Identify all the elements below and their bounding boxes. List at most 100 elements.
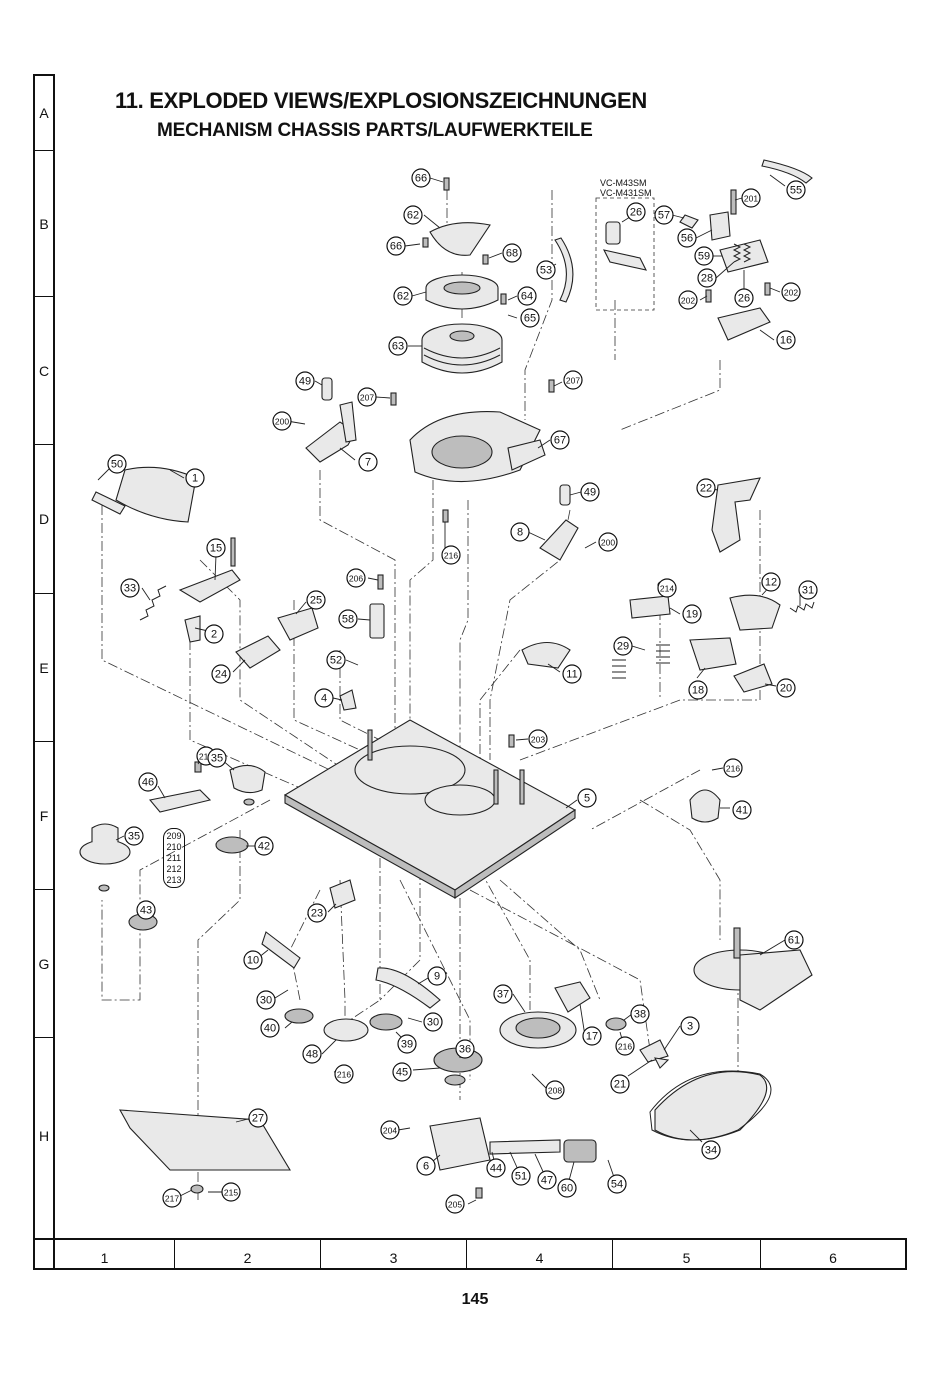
callout-number: 18 [692,685,704,697]
column-label: 3 [321,1240,467,1268]
row-label: C [35,297,53,445]
callout-bubble [688,680,708,700]
model-label-line2: VC-M431SM [600,188,652,198]
callout-number: 2 [211,629,217,641]
callout-number: 3 [687,1021,693,1033]
callout-number: 49 [299,376,311,388]
callout-bubble [598,532,618,552]
callout-bubble [393,286,413,306]
callout-number: 55 [790,185,802,197]
callout-number: 62 [407,210,419,222]
callout-bubble [411,168,431,188]
callout-bubble [386,236,406,256]
callout-number: 65 [524,313,536,325]
callout-number: 66 [390,241,402,253]
callout-bubble [256,990,276,1010]
callout-bubble [254,836,274,856]
callout-number: 202 [784,288,798,298]
screw-number: 209 [166,831,182,841]
callout-number: 50 [111,459,123,471]
callout-bubble [124,826,144,846]
callout-bubble [455,1039,475,1059]
callout-bubble [346,568,366,588]
callout-bubble [537,1170,557,1190]
callout-bubble [511,1166,531,1186]
callout-number: 217 [165,1194,179,1204]
callout-number: 216 [444,551,458,561]
callout-bubble [680,1016,700,1036]
callout-number: 17 [586,1031,598,1043]
callout-bubble [357,387,377,407]
callout-number: 66 [415,173,427,185]
bottom-assembly [119,1109,597,1199]
callout-bubble [493,984,513,1004]
callout-bubble [138,772,158,792]
callout-bubble [403,205,423,225]
model-label-line1: VC-M43SM [600,178,647,188]
callout-bubble [295,371,315,391]
callout-number: 204 [383,1126,397,1136]
callout-number: 33 [124,583,136,595]
screw-number: 213 [166,875,182,885]
column-label: 4 [467,1240,613,1268]
callout-bubble [786,180,806,200]
callout-number: 216 [337,1070,351,1080]
callout-bubble [338,609,358,629]
callout-number: 200 [275,417,289,427]
callout-bubble [120,578,140,598]
callout-bubble [211,664,231,684]
callout-bubble [562,664,582,684]
callout-number: 29 [617,641,629,653]
callout-bubble [582,1026,602,1046]
column-grid: 1 2 3 4 5 6 [33,1238,907,1270]
callout-number: 41 [736,805,748,817]
callout-number: 31 [802,585,814,597]
callout-number: 20 [780,683,792,695]
callout-bubble [510,522,530,542]
row-label: E [35,594,53,742]
callout-number: 58 [342,614,354,626]
callout-number: 26 [630,207,642,219]
belt [649,1070,772,1141]
callout-number: 27 [252,1113,264,1125]
callout-number: 19 [686,609,698,621]
screw-number: 211 [166,853,182,863]
callout-number: 30 [427,1017,439,1029]
page-title: 11. EXPLODED VIEWS/EXPLOSIONSZEICHNUNGEN [115,88,647,113]
callout-number: 43 [140,905,152,917]
row-label: H [38,1127,50,1144]
main-chassis [283,719,577,900]
row-label: B [35,151,53,297]
callout-number: 35 [128,831,140,843]
callout-number: 215 [224,1188,238,1198]
callout-bubble [798,580,818,600]
callout-number: 7 [365,457,371,469]
callout-number: 4 [321,693,327,705]
leader-lines [97,174,801,1205]
callout-number: 216 [618,1042,632,1052]
lower-gear-train [261,879,670,1086]
callout-bubble [380,1120,400,1140]
callout-bubble [654,205,674,225]
callout-bubble [392,1062,412,1082]
callout-number: 26 [738,293,750,305]
callout-bubble [272,411,292,431]
callout-number: 67 [554,435,566,447]
page-number: 145 [461,1291,489,1308]
upper-drum-assembly [421,177,574,374]
callout-number: 202 [681,296,695,306]
callout-bubble [388,336,408,356]
callout-bubble [697,268,717,288]
callout-number: 201 [744,194,758,204]
callout-number: 15 [210,543,222,555]
row-label: G [35,890,53,1038]
callout-number: 5 [584,793,590,805]
callout-number: 10 [247,955,259,967]
callout-bubble [761,572,781,592]
callout-number: 47 [541,1175,553,1187]
callout-bubble [517,286,537,306]
screw-number: 212 [166,864,182,874]
callout-number: 68 [506,248,518,260]
callout-number: 37 [497,989,509,1001]
